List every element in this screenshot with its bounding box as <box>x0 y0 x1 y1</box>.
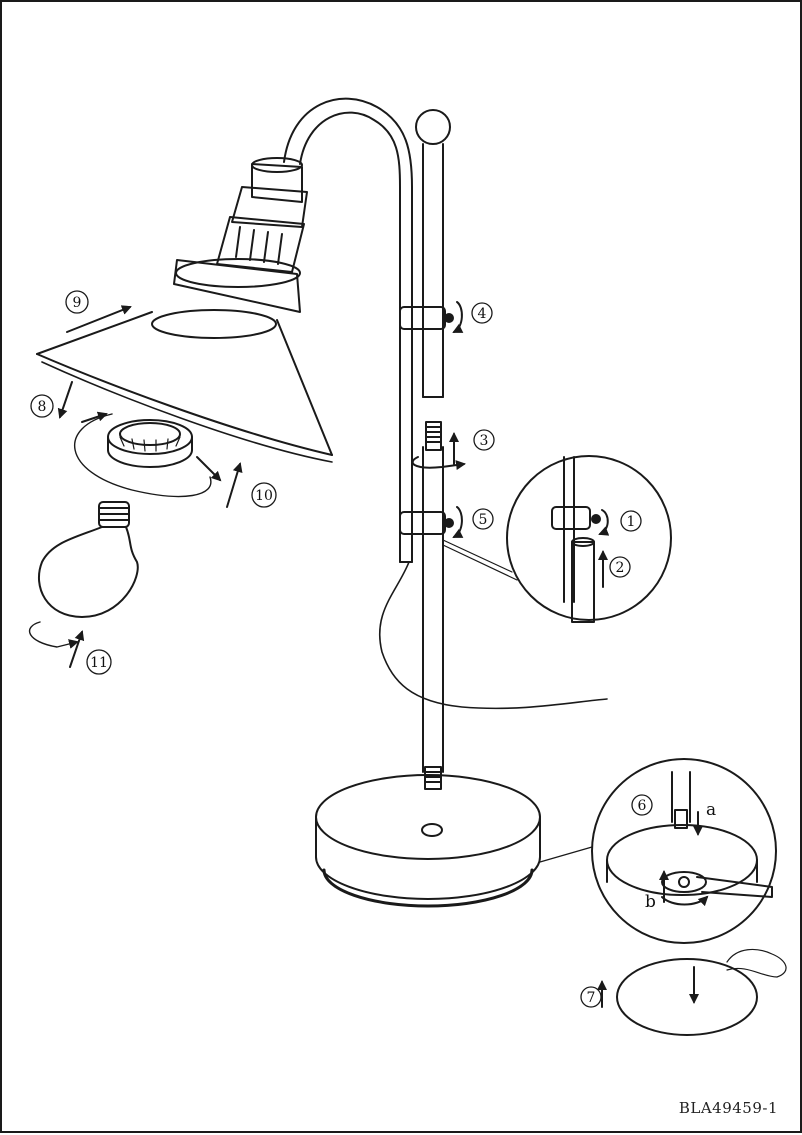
svg-text:5: 5 <box>479 512 488 528</box>
svg-text:2: 2 <box>616 560 625 576</box>
step11-up-arrow <box>69 630 85 668</box>
svg-text:7: 7 <box>587 990 596 1006</box>
document-code: BLA49459-1 <box>678 1099 778 1117</box>
svg-text:3: 3 <box>480 433 489 449</box>
step3-rotate-arrow <box>411 456 466 471</box>
step-9-callout: 9 <box>65 290 89 314</box>
ring-arrow-in <box>81 411 108 423</box>
gooseneck-arm <box>283 97 413 563</box>
step-11-callout: 11 <box>86 649 112 675</box>
lamp-socket <box>173 157 308 313</box>
step-5-callout: 5 <box>472 508 494 530</box>
step4-rotate-arrow <box>452 301 464 333</box>
power-cable <box>378 561 608 710</box>
svg-text:10: 10 <box>255 488 273 504</box>
svg-text:4: 4 <box>478 306 487 322</box>
step-4-callout: 4 <box>471 302 493 324</box>
ring-arrow-twist <box>196 456 222 482</box>
pole-clip-upper <box>399 306 454 330</box>
step-3-callout: 3 <box>473 429 495 451</box>
step-a-label: a <box>706 800 716 820</box>
step-b-label: b <box>645 892 656 912</box>
svg-text:1: 1 <box>627 514 636 530</box>
felt-pad <box>597 948 787 1036</box>
light-bulb-icon <box>37 501 139 618</box>
step-8-callout: 8 <box>30 394 54 418</box>
svg-text:6: 6 <box>638 798 647 814</box>
lamp-pole <box>415 109 451 773</box>
lamp-base <box>315 766 541 908</box>
step11-rotate-path <box>29 621 79 649</box>
step10-arrow <box>226 462 243 508</box>
retaining-ring <box>107 419 193 468</box>
step-10-callout: 10 <box>251 482 277 508</box>
svg-text:11: 11 <box>90 655 108 671</box>
pole-clip-lower <box>399 511 454 535</box>
step5-rotate-arrow <box>452 506 464 538</box>
step8-arrow <box>57 381 73 419</box>
ring-rotation-path <box>74 413 212 498</box>
lamp-shade <box>36 309 333 463</box>
step-1-callout: 1 <box>620 510 642 532</box>
step-6-callout: 6 <box>631 794 653 816</box>
svg-text:9: 9 <box>73 295 82 311</box>
step-7-callout: 7 <box>580 986 602 1008</box>
svg-text:8: 8 <box>38 399 47 415</box>
threaded-connector <box>425 421 442 451</box>
detail-view-clip <box>442 455 672 623</box>
step9-arrow <box>66 305 132 333</box>
detail-view-base-nut <box>539 758 777 944</box>
step-2-callout: 2 <box>609 556 631 578</box>
